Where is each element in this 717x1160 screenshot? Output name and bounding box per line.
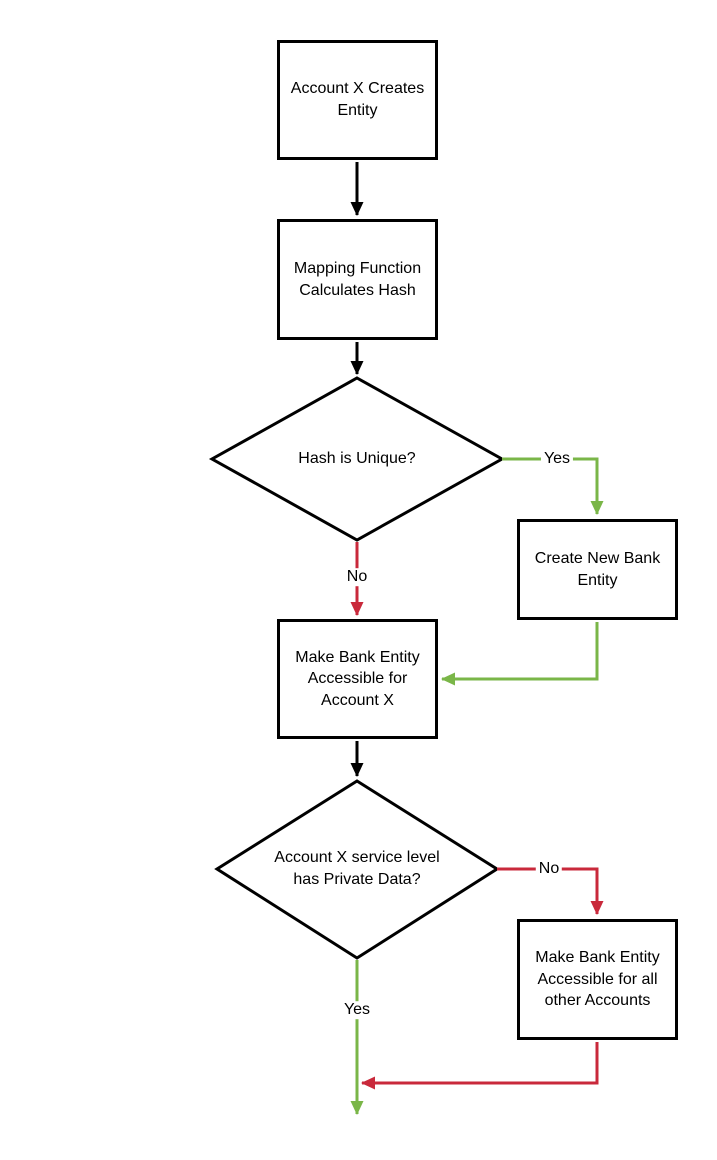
- edge-accessible-all-accounts-to-flow-end: [361, 1042, 599, 1090]
- node-make-bank-entity-accessible-for-all-other-accounts: Make Bank Entity Accessible for all othe…: [517, 919, 678, 1040]
- decision-account-x-service-level-has-private-data: [214, 779, 500, 960]
- edge-label-yes-hash-unique: Yes: [540, 450, 574, 468]
- node-label: Mapping Function Calculates Hash: [293, 259, 422, 299]
- edge-create-new-bank-entity-to-accessible-account-x: [441, 622, 599, 686]
- node-make-bank-entity-accessible-for-account-x: Make Bank Entity Accessible for Account …: [277, 619, 438, 739]
- edge-label-no-hash-unique: No: [343, 568, 371, 586]
- node-label: Make Bank Entity Accessible for all othe…: [535, 949, 660, 1010]
- decision-hash-is-unique: [208, 376, 506, 542]
- node-account-x-creates-entity: Account X Creates Entity: [277, 40, 438, 160]
- node-label: Create New Bank Entity: [534, 549, 661, 589]
- edge-label-yes-private-data: Yes: [340, 1001, 374, 1019]
- edge-label-no-private-data: No: [535, 860, 563, 878]
- node-create-new-bank-entity: Create New Bank Entity: [517, 519, 678, 620]
- node-mapping-function-calculates-hash: Mapping Function Calculates Hash: [277, 219, 438, 340]
- edge-private-data-no: [497, 867, 604, 915]
- node-label: Make Bank Entity Accessible for Account …: [295, 648, 420, 709]
- node-label: Account X Creates Entity: [290, 80, 425, 119]
- edge-hash-unique-yes: [502, 457, 604, 515]
